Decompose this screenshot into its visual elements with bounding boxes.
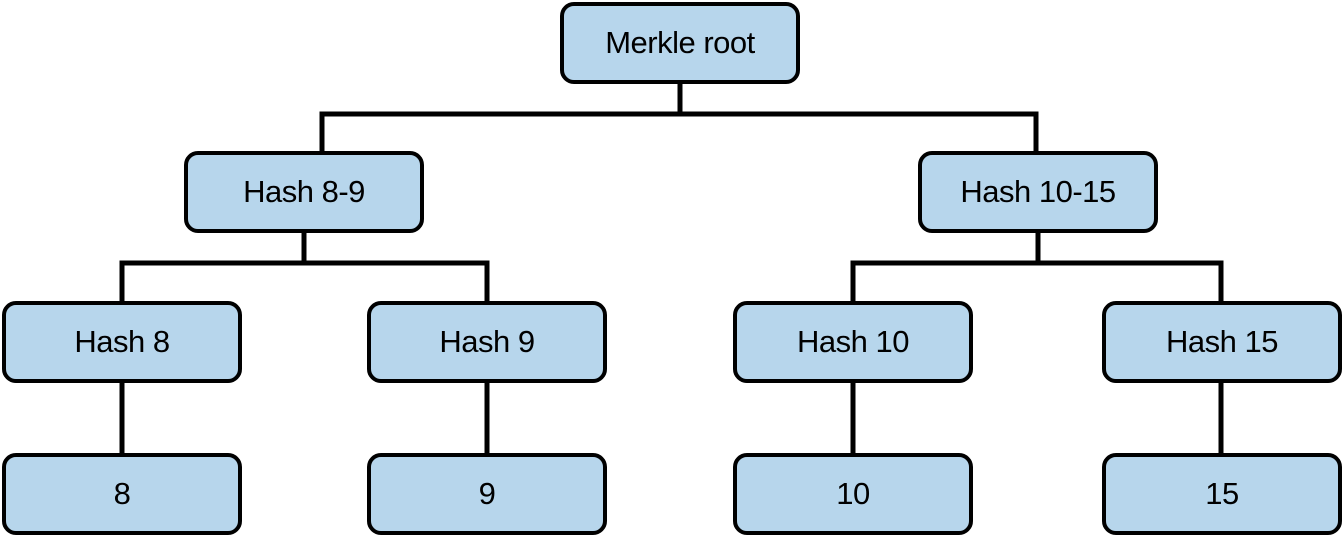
hash-10-15-node: Hash 10-15 [918,151,1158,233]
leaf-15-label: 15 [1205,476,1239,511]
leaf-10-node: 10 [733,453,973,535]
hash-15-label: Hash 15 [1166,324,1278,359]
hash-8-node: Hash 8 [2,301,242,383]
hash-9-label: Hash 9 [439,324,535,359]
merkle-root-label: Merkle root [605,25,755,60]
leaf-15-node: 15 [1102,453,1342,535]
hash-8-label: Hash 8 [74,324,170,359]
leaf-8-label: 8 [113,476,131,511]
leaf-10-label: 10 [836,476,870,511]
hash-8-9-label: Hash 8-9 [243,174,365,209]
leaf-9-label: 9 [478,476,496,511]
hash-10-node: Hash 10 [733,301,973,383]
hash-15-node: Hash 15 [1102,301,1342,383]
hash-10-label: Hash 10 [797,324,909,359]
merkle-root-node: Merkle root [560,2,800,84]
hash-9-node: Hash 9 [367,301,607,383]
leaf-8-node: 8 [2,453,242,535]
leaf-9-node: 9 [367,453,607,535]
hash-8-9-node: Hash 8-9 [184,151,424,233]
hash-10-15-label: Hash 10-15 [960,174,1116,209]
